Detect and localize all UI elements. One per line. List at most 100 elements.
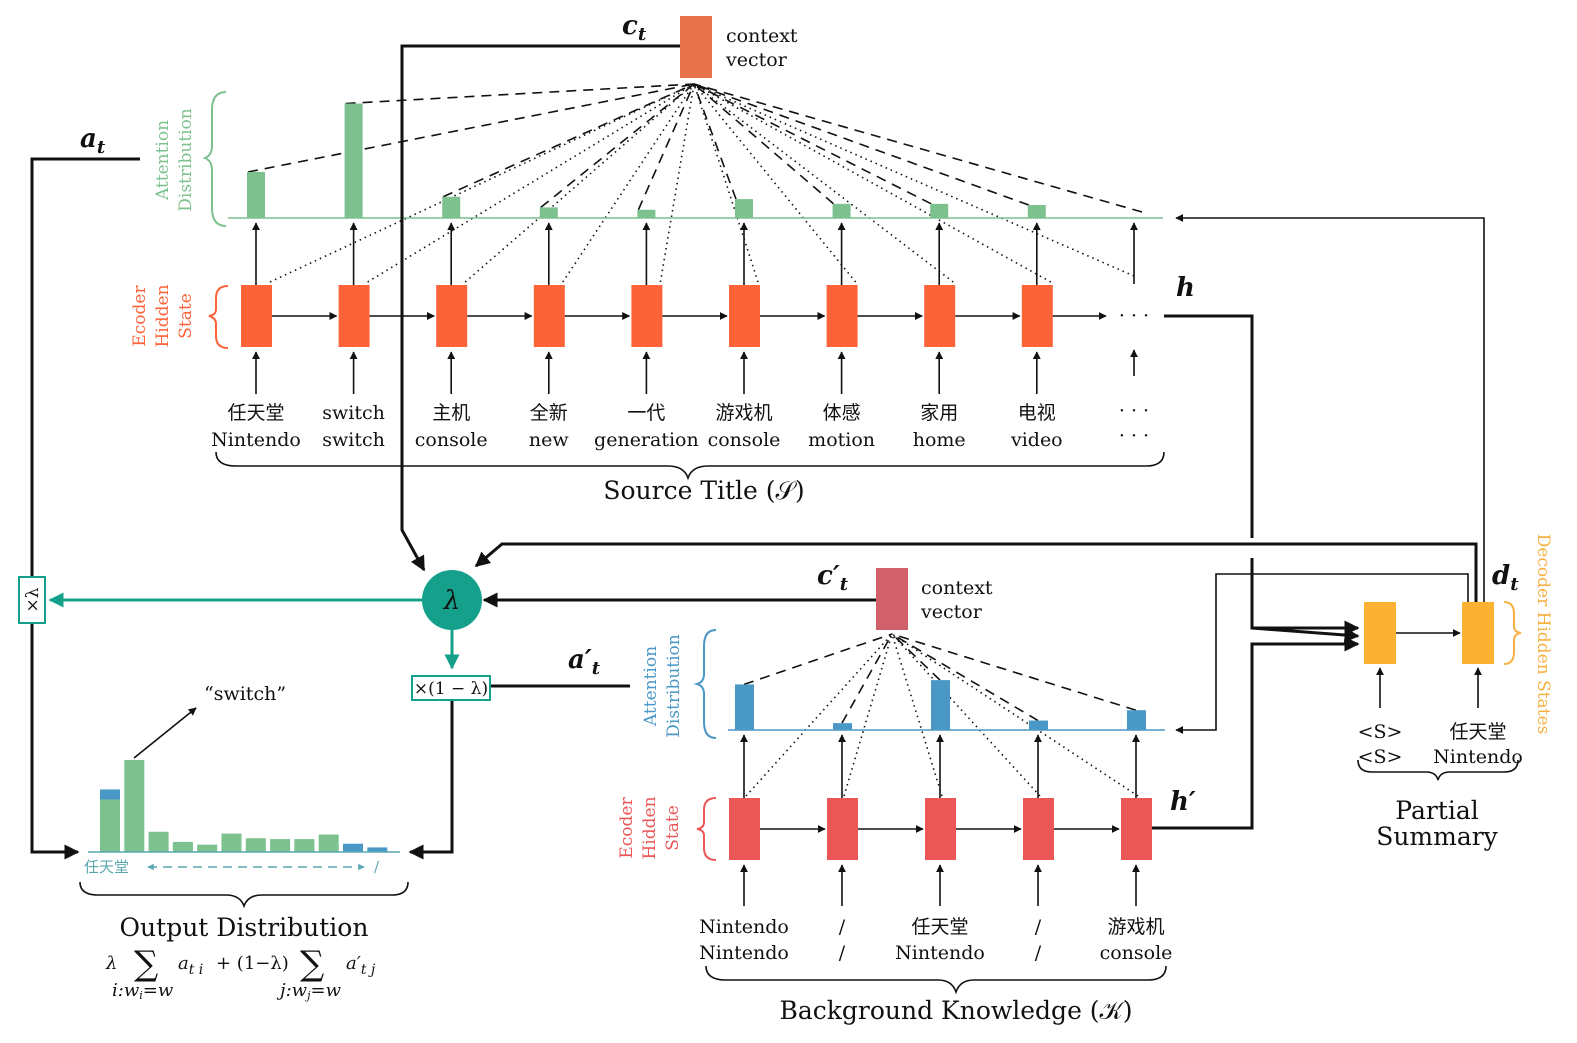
source-encoder-states xyxy=(241,222,1107,394)
source-token-en-1: switch xyxy=(322,429,385,451)
source-token-zh-0: 任天堂 xyxy=(227,402,284,424)
source-dashed-line-2 xyxy=(442,83,695,198)
bg-token-en-4: console xyxy=(1100,942,1173,964)
formula-sub1: i:wi=w xyxy=(112,980,174,1002)
output-bar-source-8 xyxy=(294,839,315,852)
source-attention-label-2: Distribution xyxy=(176,108,196,212)
bg-dotted-line-4 xyxy=(891,633,1139,797)
decoder-to-bg-attention-arrow xyxy=(1175,573,1469,734)
bg-encoder-label-1: Ecoder xyxy=(617,797,637,859)
source-dotted-line-0 xyxy=(269,83,695,283)
source-token-en-5: console xyxy=(708,429,781,451)
source-dotted-line-1 xyxy=(367,83,695,283)
source-token-en-8: video xyxy=(1010,429,1063,451)
source-token-zh-ellipsis: · · · xyxy=(1119,400,1149,422)
source-attention-bar-0 xyxy=(247,171,265,218)
source-title-caption: Source Title (𝒮) xyxy=(603,476,804,505)
output-axis-end: / xyxy=(374,858,380,876)
at-to-output-arrow xyxy=(30,624,80,860)
bg-dotted-line-3 xyxy=(891,633,1041,797)
bg-attention-label-1: Attention xyxy=(641,646,661,727)
source-attention-bar-1 xyxy=(344,103,363,218)
bg-encoder-states xyxy=(729,734,1152,906)
source-dashed-line-3 xyxy=(540,83,695,209)
source-dotted-line-ellipsis xyxy=(693,83,1135,277)
h-line-upper xyxy=(1164,314,1254,538)
source-dotted-line-7 xyxy=(693,83,954,283)
source-encoder-state-7 xyxy=(924,285,956,347)
source-attention-bar-7 xyxy=(930,203,949,218)
bg-token-zh-0: Nintendo xyxy=(699,916,789,938)
ct-to-lambda-arrow xyxy=(400,44,680,572)
source-encoder-state-4 xyxy=(631,285,663,347)
source-token-zh-5: 游戏机 xyxy=(715,402,772,424)
output-bar-bg-10 xyxy=(343,843,363,852)
source-dotted-line-8 xyxy=(693,83,1052,283)
output-bar-source-6 xyxy=(245,838,266,852)
bg-context-label-2: vector xyxy=(920,601,983,623)
bg-token-zh-4: 游戏机 xyxy=(1107,916,1164,938)
source-encoder-label: Ecoder Hidden State xyxy=(130,284,229,349)
source-attention-distribution xyxy=(228,103,1163,219)
output-bar-source-5 xyxy=(221,833,242,852)
source-token-en-7: home xyxy=(913,429,966,451)
output-axis-start: 任天堂 xyxy=(84,858,129,876)
bg-dashed-line-2 xyxy=(891,633,941,681)
formula-sum-1: ∑ xyxy=(134,944,158,984)
output-brace xyxy=(79,881,409,909)
source-dashed-line-0 xyxy=(247,83,695,173)
output-bar-bg-11 xyxy=(367,847,388,852)
decoder-hidden-states-label: Decoder Hidden States xyxy=(1533,534,1553,735)
source-attention-bar-6 xyxy=(832,203,851,218)
lambda-symbol: λ xyxy=(443,586,460,616)
bg-encoder-state-2 xyxy=(925,798,956,860)
at-line-top xyxy=(30,157,140,576)
source-encoder-state-5 xyxy=(729,285,760,347)
source-at-label: at xyxy=(80,124,106,158)
source-encoder-state-8 xyxy=(1021,285,1053,347)
source-token-en-0: Nintendo xyxy=(211,429,301,451)
times-one-minus-lambda-label: ×(1 − λ) xyxy=(414,679,488,699)
source-attention-bar-2 xyxy=(442,196,461,218)
output-bar-source-4 xyxy=(197,844,218,852)
decoder-to-lambda-arrow xyxy=(474,542,1478,602)
bg-dotted-line-1 xyxy=(843,633,893,797)
source-dashed-line-7 xyxy=(693,83,932,205)
source-ct-label: ct xyxy=(622,11,647,45)
formula-lambda: λ xyxy=(105,953,117,974)
switch-annotation-label: “switch” xyxy=(204,683,286,705)
source-attention-bar-5 xyxy=(735,199,753,218)
output-bar-source-1 xyxy=(124,760,145,852)
bg-dotted-line-0 xyxy=(745,633,893,797)
source-attention-brace xyxy=(202,91,227,227)
bg-dashed-line-0 xyxy=(743,633,893,686)
source-attention-bar-8 xyxy=(1027,205,1046,218)
source-token-zh-2: 主机 xyxy=(432,402,470,424)
bg-token-en-3: / xyxy=(1035,942,1042,964)
source-token-en-4: generation xyxy=(594,429,699,451)
source-dotted-line-6 xyxy=(693,83,857,283)
bg-token-en-2: Nintendo xyxy=(895,942,985,964)
formula-mid: + (1−λ) xyxy=(216,953,289,974)
decoder-dt-label: dt xyxy=(1492,561,1519,595)
formula-sub2: j:wj=w xyxy=(276,980,342,1002)
bg-encoder-state-4 xyxy=(1121,798,1152,860)
output-bar-source-7 xyxy=(270,839,291,852)
source-token-en-2: console xyxy=(415,429,488,451)
source-connection-lines xyxy=(247,83,1143,376)
output-caption: Output Distribution xyxy=(120,913,369,942)
output-bar-source-2 xyxy=(148,831,169,852)
times-lambda-box xyxy=(18,576,46,624)
bg-encoder-label: Ecoder Hidden State xyxy=(617,796,717,861)
bg-attention-bar-3 xyxy=(1029,720,1048,730)
bg-encoder-label-2: Hidden xyxy=(640,796,660,859)
source-dotted-line-2 xyxy=(464,83,695,283)
bg-attention-bar-4 xyxy=(1127,710,1146,730)
decoder-state-2 xyxy=(1462,602,1494,664)
source-encoder-state-0 xyxy=(241,285,272,347)
source-dotted-line-5 xyxy=(693,83,759,283)
bg-ct-label: c′t xyxy=(817,561,849,595)
source-hidden-ellipsis: · · · xyxy=(1119,305,1149,327)
decoder-token-2-zh: 任天堂 xyxy=(1449,721,1506,743)
